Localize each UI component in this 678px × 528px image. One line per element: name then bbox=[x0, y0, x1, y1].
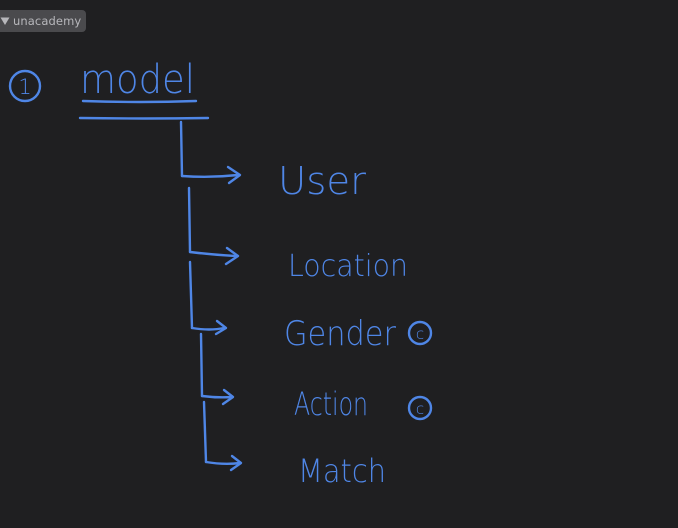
tree-trunk-4 bbox=[199, 332, 204, 398]
item-action-label: Action bbox=[294, 385, 368, 423]
tree-trunk-3 bbox=[188, 260, 194, 330]
tree-trunk-2 bbox=[187, 186, 192, 254]
branch-arrow-match bbox=[204, 454, 243, 472]
circled-number-text: 1 bbox=[18, 75, 31, 99]
branch-arrow-action bbox=[200, 388, 235, 406]
branch-arrow-location bbox=[188, 246, 240, 266]
action-circle-marker bbox=[407, 395, 433, 421]
item-location-label: Location bbox=[288, 249, 408, 284]
item-user-label: User bbox=[278, 159, 366, 203]
watermark-brand-text: unacademy bbox=[13, 14, 82, 28]
tree-trunk-5 bbox=[202, 400, 208, 464]
heading-model: model bbox=[80, 57, 195, 103]
branch-arrow-gender bbox=[190, 319, 228, 336]
action-marker-text: c bbox=[416, 400, 424, 418]
tree-trunk-1 bbox=[179, 120, 184, 178]
unacademy-watermark: unacademy bbox=[0, 10, 86, 32]
branch-arrow-user bbox=[180, 165, 242, 185]
item-match-label: Match bbox=[298, 452, 386, 490]
circled-number-outline bbox=[8, 69, 42, 103]
item-gender-label: Gender bbox=[284, 314, 396, 354]
heading-underline-2 bbox=[78, 116, 210, 120]
unacademy-logo-icon bbox=[0, 17, 10, 25]
gender-circle-marker bbox=[407, 320, 433, 346]
heading-underline-1 bbox=[81, 99, 198, 104]
gender-marker-text: c bbox=[416, 325, 424, 343]
